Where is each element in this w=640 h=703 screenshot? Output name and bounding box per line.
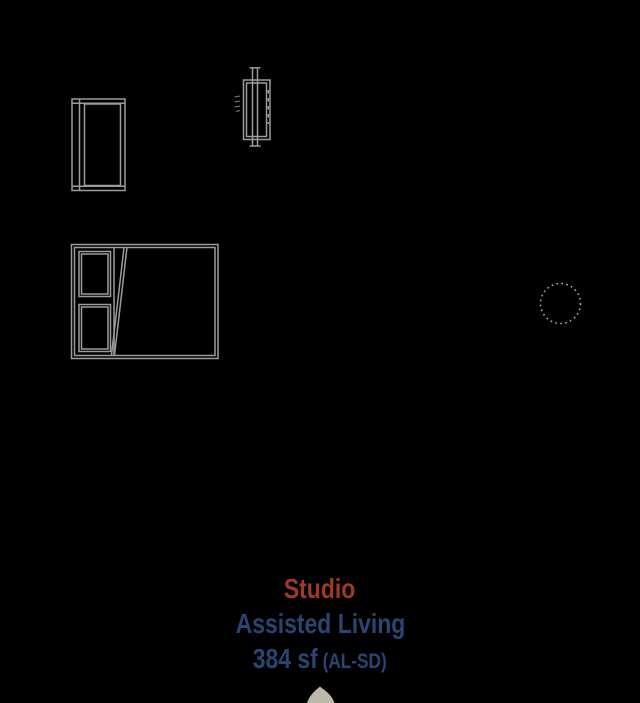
wardrobe-icon <box>71 98 126 192</box>
unit-name-line: Studio <box>0 571 640 606</box>
plan-line-group <box>70 67 582 360</box>
unit-category-line: Assisted Living <box>0 606 640 641</box>
unit-area-line: 384 sf (AL-SD) <box>0 641 640 676</box>
unit-area-suffix-text: (AL-SD) <box>322 650 387 673</box>
unit-name-text: Studio <box>284 573 356 604</box>
location-marker-icon[interactable] <box>307 686 335 703</box>
unit-area-wrap: 384 sf (AL-SD) <box>253 641 387 681</box>
bed-icon <box>70 243 219 360</box>
unit-area-text: 384 sf <box>253 643 319 674</box>
unit-category-text: Assisted Living <box>235 608 405 639</box>
ceiling-fixture-icon <box>539 282 582 325</box>
unit-label[interactable]: Studio Assisted Living 384 sf (AL-SD) <box>0 571 640 676</box>
window-icon <box>234 67 271 147</box>
illegible-annotation-marks <box>234 95 241 112</box>
